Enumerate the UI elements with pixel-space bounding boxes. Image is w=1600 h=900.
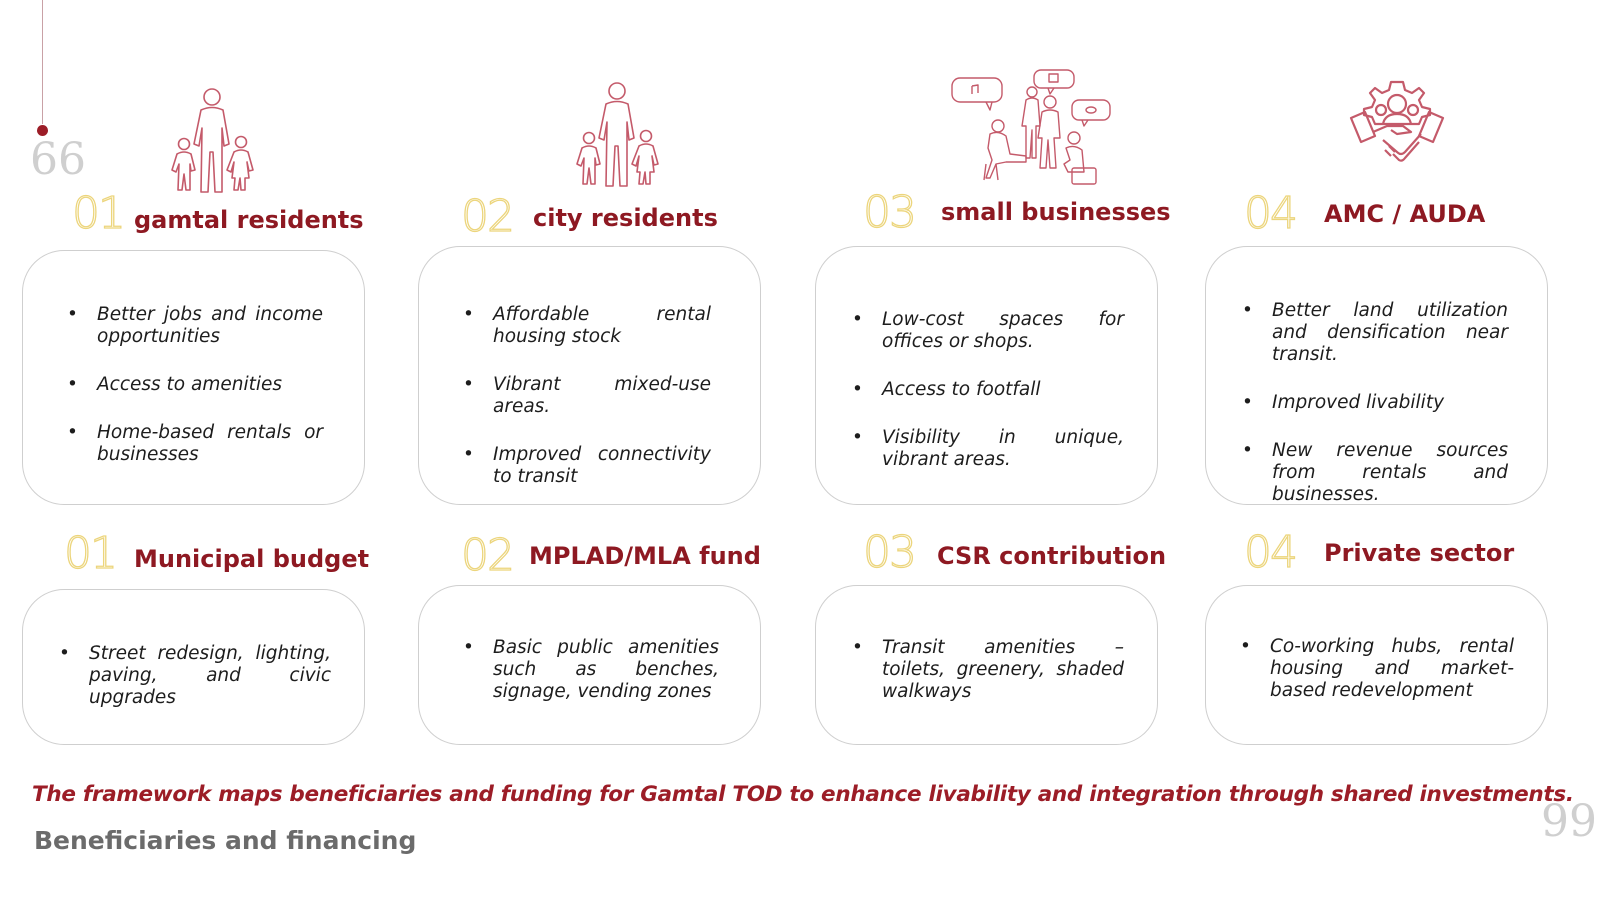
list-item: Improved livability bbox=[1240, 392, 1508, 414]
beneficiary-card: Affordable rental housing stock Vibrant … bbox=[418, 246, 761, 505]
page-title: Beneficiaries and financing bbox=[34, 826, 417, 855]
beneficiary-number: 04 bbox=[1243, 188, 1298, 239]
beneficiary-number: 01 bbox=[71, 188, 126, 239]
list-item: Street redesign, lighting, paving, and c… bbox=[57, 643, 331, 709]
list-item: Visibility in unique, vibrant areas. bbox=[850, 427, 1124, 471]
beneficiary-title: gamtal residents bbox=[134, 206, 364, 234]
financing-number: 04 bbox=[1243, 527, 1298, 578]
partnership-gear-icon bbox=[1349, 80, 1445, 162]
beneficiary-title: AMC / AUDA bbox=[1324, 200, 1486, 228]
financing-title: Municipal budget bbox=[134, 545, 370, 573]
beneficiary-title: city residents bbox=[533, 204, 718, 232]
people-chatting-icon bbox=[951, 69, 1111, 185]
decorative-dot bbox=[37, 125, 48, 136]
financing-card: Transit amenities – toilets, greenery, s… bbox=[815, 585, 1158, 745]
list-item: Affordable rental housing stock bbox=[461, 304, 711, 348]
list-item: Access to amenities bbox=[65, 374, 323, 396]
list-item: Transit amenities – toilets, greenery, s… bbox=[850, 637, 1124, 703]
list-item: Low-cost spaces for offices or shops. bbox=[850, 309, 1124, 353]
family-icon bbox=[576, 82, 659, 187]
financing-title: MPLAD/MLA fund bbox=[529, 542, 761, 570]
beneficiary-card: Low-cost spaces for offices or shops. Ac… bbox=[815, 246, 1158, 505]
close-quote-icon: 99 bbox=[1541, 796, 1597, 847]
open-quote-icon: 66 bbox=[30, 134, 86, 185]
list-item: Home-based rentals or businesses bbox=[65, 422, 323, 466]
list-item: Better land utilization and densificatio… bbox=[1240, 300, 1508, 366]
financing-number: 03 bbox=[862, 527, 917, 578]
summary-text: The framework maps beneficiaries and fun… bbox=[32, 782, 1574, 807]
beneficiary-title: small businesses bbox=[941, 198, 1171, 226]
beneficiary-number: 03 bbox=[862, 187, 917, 238]
list-item: Improved connectivity to transit bbox=[461, 444, 711, 488]
list-item: New revenue sources from rentals and bus… bbox=[1240, 440, 1508, 506]
decorative-vertical-line bbox=[42, 0, 43, 124]
financing-card: Street redesign, lighting, paving, and c… bbox=[22, 589, 365, 745]
list-item: Vibrant mixed-use areas. bbox=[461, 374, 711, 418]
financing-number: 01 bbox=[63, 528, 118, 579]
list-item: Access to footfall bbox=[850, 379, 1124, 401]
financing-card: Basic public amenities such as benches, … bbox=[418, 585, 761, 745]
financing-number: 02 bbox=[460, 530, 515, 581]
list-item: Co-working hubs, rental housing and mark… bbox=[1238, 636, 1514, 702]
beneficiary-card: Better land utilization and densificatio… bbox=[1205, 246, 1548, 505]
family-icon bbox=[171, 88, 254, 193]
beneficiary-number: 02 bbox=[460, 191, 515, 242]
financing-title: Private sector bbox=[1324, 539, 1515, 567]
financing-title: CSR contribution bbox=[937, 542, 1167, 570]
beneficiary-card: Better jobs and income opportunities Acc… bbox=[22, 250, 365, 505]
list-item: Better jobs and income opportunities bbox=[65, 304, 323, 348]
list-item: Basic public amenities such as benches, … bbox=[461, 637, 719, 703]
financing-card: Co-working hubs, rental housing and mark… bbox=[1205, 585, 1548, 745]
